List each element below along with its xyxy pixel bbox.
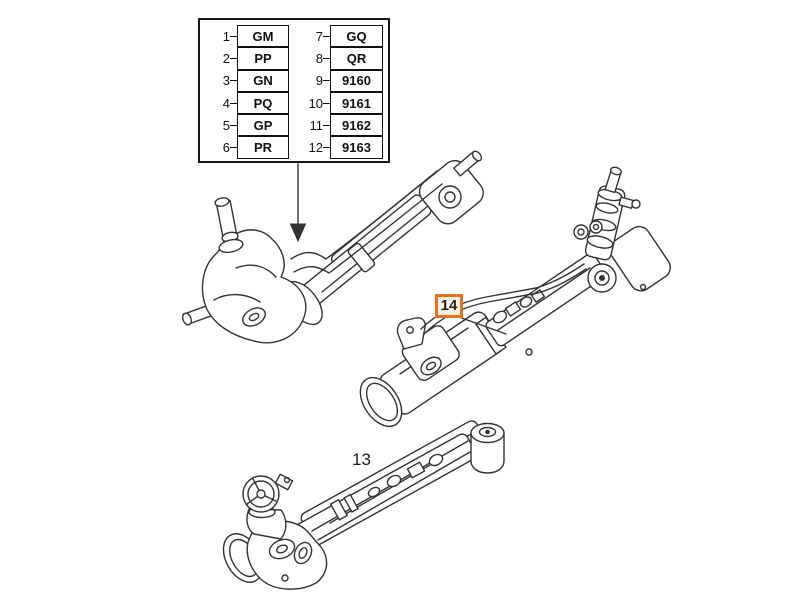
legend-index: 12 [308, 140, 323, 156]
legend-column-left: 1 GM 2 PP 3 GN 4 PQ 5 GP 6 PR [204, 20, 289, 161]
legend-row: 7 GQ [297, 25, 383, 48]
tick-line [323, 102, 330, 104]
legend-code-cell: PP [237, 47, 289, 70]
legend-column-right: 7 GQ 8 QR 9 9160 10 9161 11 9162 12 9163 [297, 20, 383, 161]
tick-line [323, 147, 330, 149]
legend-code-cell: PR [237, 136, 289, 159]
legend-row: 9 9160 [297, 69, 383, 92]
legend-index: 1 [222, 28, 230, 44]
legend-code-cell: GQ [330, 25, 383, 48]
legend-code-cell: 9161 [330, 91, 383, 115]
legend-index: 11 [309, 117, 324, 133]
tick-line [230, 147, 237, 149]
legend-row: 6 PR [204, 136, 289, 159]
legend-code-cell: 9160 [330, 69, 383, 92]
steering-gear-part14-illustration [359, 166, 671, 428]
steering-gear-top-illustration [181, 150, 484, 344]
legend-row: 8 QR [297, 47, 383, 70]
tick-line [323, 124, 330, 126]
legend-code-cell: GP [237, 114, 289, 137]
legend-index: 5 [222, 117, 230, 133]
steering-gear-part13-illustration [222, 420, 505, 590]
legend-table: 1 GM 2 PP 3 GN 4 PQ 5 GP 6 PR 7 GQ 8 QR [198, 18, 390, 163]
legend-row: 10 9161 [297, 91, 383, 115]
legend-row: 4 PQ [204, 91, 289, 115]
legend-code-cell: QR [330, 47, 383, 70]
legend-index: 9 [315, 73, 323, 89]
tick-line [323, 80, 330, 82]
legend-code-cell: GM [237, 25, 289, 48]
legend-row: 2 PP [204, 47, 289, 70]
part-label-14-highlighted[interactable]: 14 [435, 294, 463, 318]
legend-row: 11 9162 [297, 114, 383, 137]
tick-line [230, 80, 237, 82]
tick-line [230, 102, 237, 104]
legend-code-cell: 9163 [330, 136, 383, 159]
legend-index: 4 [222, 95, 230, 111]
legend-code-cell: GN [237, 69, 289, 92]
legend-index: 3 [222, 73, 230, 89]
legend-row: 3 GN [204, 69, 289, 92]
tick-line [230, 124, 237, 126]
tick-line [230, 35, 237, 37]
legend-row: 5 GP [204, 114, 289, 137]
tick-line [230, 57, 237, 59]
legend-code-cell: PQ [237, 91, 289, 115]
legend-index: 6 [222, 140, 230, 156]
tick-line [323, 35, 330, 37]
legend-row: 12 9163 [297, 136, 383, 159]
tick-line [323, 57, 330, 59]
legend-row: 1 GM [204, 25, 289, 48]
part14-leader-line [458, 316, 507, 335]
legend-arrow-icon [289, 163, 307, 243]
legend-index: 8 [315, 50, 323, 66]
legend-code-cell: 9162 [330, 114, 383, 137]
legend-index: 7 [315, 28, 323, 44]
part-label-13[interactable]: 13 [352, 450, 371, 469]
legend-index: 10 [308, 95, 323, 111]
legend-index: 2 [222, 50, 230, 66]
